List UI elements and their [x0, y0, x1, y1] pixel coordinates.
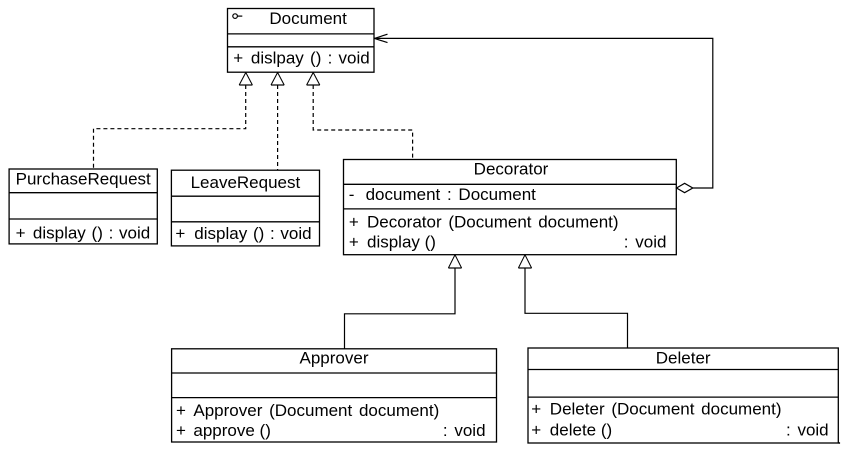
svg-text:Decorator: Decorator — [474, 160, 549, 179]
svg-text:: void: : void — [624, 232, 667, 251]
svg-text:Document: Document — [269, 9, 347, 28]
svg-text:Approver: Approver — [300, 349, 369, 368]
svg-text:+: + — [531, 400, 541, 419]
svg-text:Decorator (Document document): Decorator (Document document) — [367, 212, 619, 231]
svg-text:dislpay () : void: dislpay () : void — [251, 49, 370, 68]
svg-text:document : Document: document : Document — [366, 185, 537, 204]
svg-text:+: + — [531, 421, 541, 440]
svg-text:: void: : void — [443, 421, 486, 440]
svg-text:approve (): approve () — [193, 421, 270, 440]
svg-text:+: + — [233, 49, 243, 68]
svg-text:+: + — [175, 224, 185, 243]
svg-text:Deleter (Document document): Deleter (Document document) — [550, 400, 782, 419]
svg-text:display () : void: display () : void — [194, 224, 311, 243]
svg-text:+: + — [176, 401, 186, 420]
svg-text:+: + — [349, 232, 359, 251]
svg-text:display (): display () — [367, 232, 436, 251]
svg-text:: void: : void — [786, 421, 829, 440]
svg-text:LeaveRequest: LeaveRequest — [191, 173, 301, 192]
svg-text:+: + — [176, 421, 186, 440]
svg-text:+: + — [349, 212, 359, 231]
svg-text:delete (): delete () — [550, 421, 612, 440]
svg-text:display () : void: display () : void — [33, 224, 150, 243]
svg-text:Deleter: Deleter — [656, 348, 711, 367]
svg-text:PurchaseRequest: PurchaseRequest — [16, 170, 151, 189]
svg-text:+: + — [16, 224, 26, 243]
svg-text:Approver (Document document): Approver (Document document) — [193, 401, 439, 420]
svg-text:-: - — [349, 185, 355, 204]
